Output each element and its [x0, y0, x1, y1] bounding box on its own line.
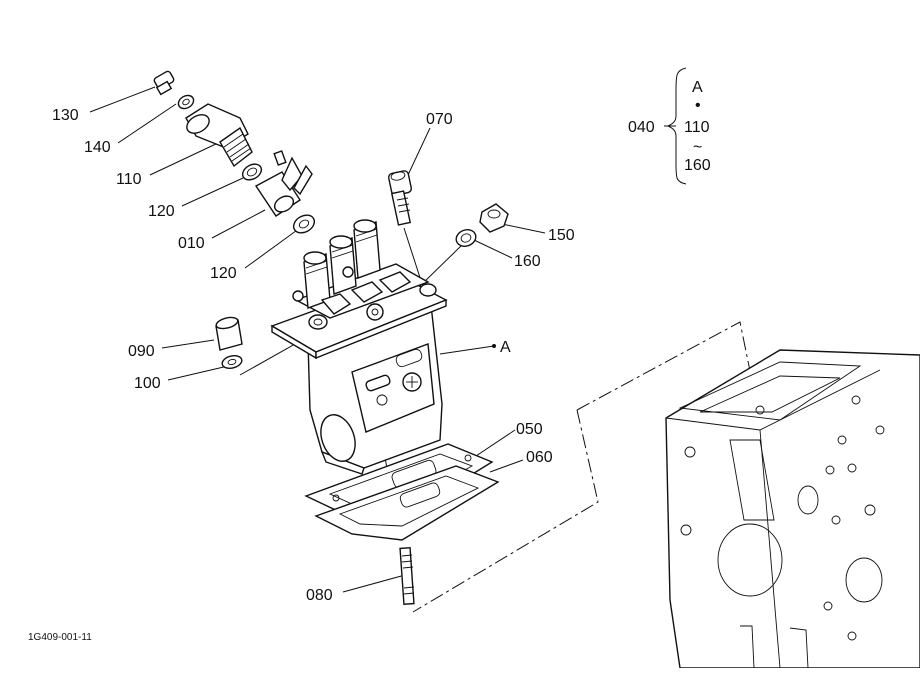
callout-080: 080	[306, 587, 333, 604]
assembly-dot: •	[695, 97, 701, 114]
banjo-fitting-010	[254, 150, 313, 217]
banjo-bolt-110	[185, 103, 253, 168]
washer-140	[177, 94, 195, 110]
callout-140: 140	[84, 139, 111, 156]
callout-120-upper: 120	[148, 203, 175, 220]
assembly-from: 110	[684, 119, 710, 136]
callout-060: 060	[526, 449, 553, 466]
callout-130: 130	[52, 107, 79, 124]
callout-160: 160	[514, 253, 541, 270]
injection-pump-assembly	[270, 219, 448, 475]
assembly-bracket-040: 040 A • 110 ~ 160	[628, 67, 711, 185]
engine-crankcase	[665, 349, 920, 669]
callout-110: 110	[116, 171, 142, 188]
callout-labels: 130 140 110 120 010 120 070 150 160 090 …	[52, 107, 575, 604]
callout-050: 050	[516, 421, 543, 438]
leader-lines	[89, 86, 546, 593]
bolt-070	[387, 170, 413, 226]
assembly-to: 160	[684, 157, 711, 174]
callout-120-lower: 120	[210, 265, 237, 282]
callout-100: 100	[134, 375, 161, 392]
plug-150	[479, 203, 509, 233]
callout-070: 070	[426, 111, 453, 128]
gasket-060	[314, 465, 500, 541]
banjo-bolt-130	[153, 70, 175, 96]
assembly-code: 040	[628, 119, 655, 136]
collar-090	[215, 316, 243, 351]
callout-010: 010	[178, 235, 205, 252]
callout-090: 090	[128, 343, 155, 360]
stud-080	[399, 546, 415, 606]
assembly-tilde: ~	[693, 139, 702, 156]
washer-100	[221, 354, 243, 370]
callout-150: 150	[548, 227, 575, 244]
callout-a: A	[500, 339, 511, 356]
assembly-ref: A	[692, 79, 703, 96]
washer-120-lower	[292, 214, 316, 234]
figure-code: 1G409-001-11	[28, 632, 92, 643]
washer-160	[455, 229, 477, 247]
callout-dot-a	[492, 344, 496, 348]
washer-120-upper	[241, 163, 263, 181]
